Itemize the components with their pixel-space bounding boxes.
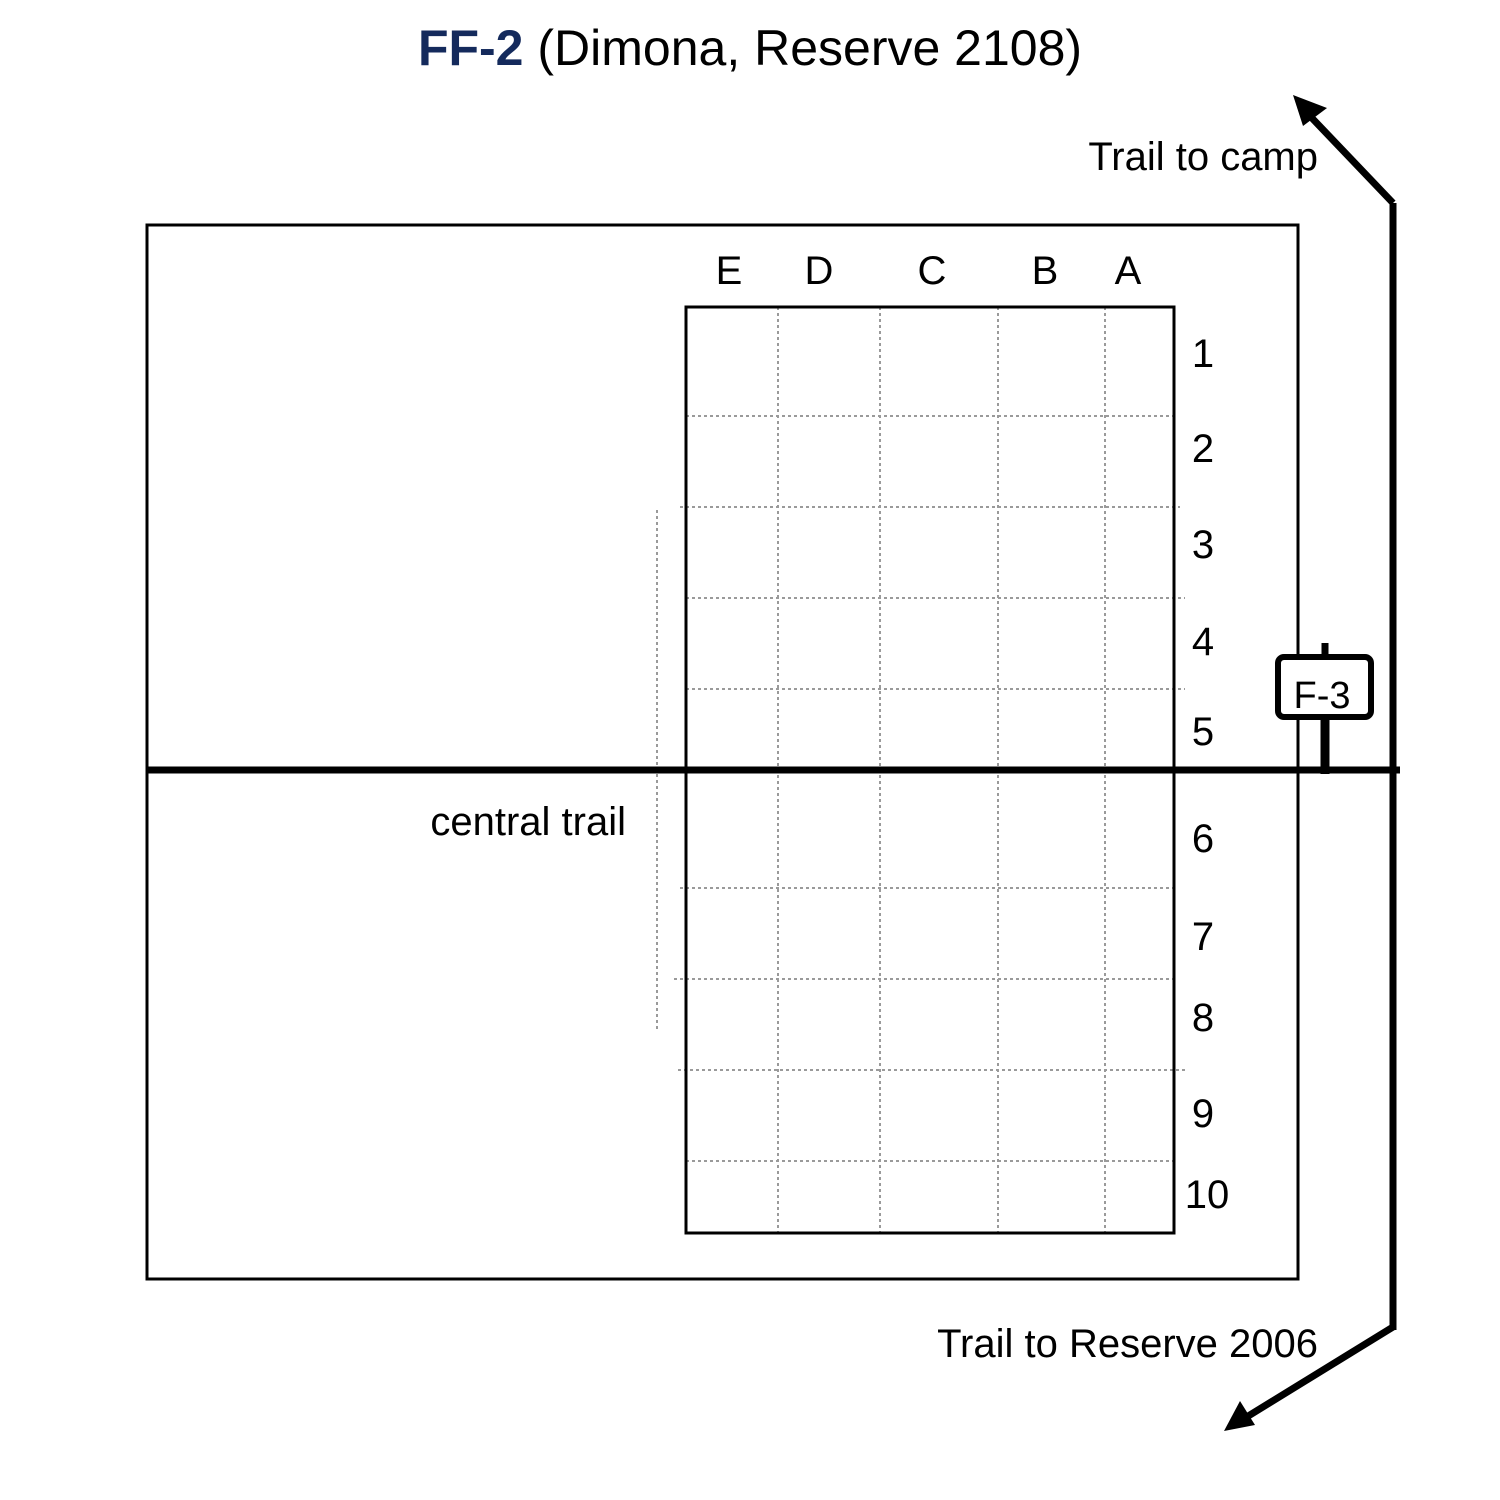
row-label: 10 (1185, 1173, 1230, 1217)
column-label: B (1032, 249, 1059, 293)
row-labels: 1 2 3 4 5 6 7 8 9 10 (1185, 332, 1230, 1217)
column-label: E (716, 249, 743, 293)
plot-location: (Dimona, Reserve 2108) (523, 20, 1083, 76)
row-label: 8 (1192, 996, 1214, 1040)
row-label: 5 (1192, 710, 1214, 754)
arrow-up-left-icon (1293, 95, 1396, 206)
plot-code: FF-2 (417, 20, 524, 76)
row-label: 4 (1192, 620, 1214, 664)
row-label: 7 (1192, 915, 1214, 959)
column-labels: E D C B A (716, 249, 1142, 293)
trail-to-reserve-label: Trail to Reserve 2006 (937, 1322, 1318, 1366)
row-label: 9 (1192, 1092, 1214, 1136)
row-label: 2 (1192, 427, 1214, 471)
column-label: A (1115, 249, 1142, 293)
row-label: 6 (1192, 817, 1214, 861)
sign-label: F-3 (1294, 675, 1351, 717)
row-label: 3 (1192, 523, 1214, 567)
column-label: D (805, 249, 834, 293)
signpost-icon: F-3 (1275, 643, 1374, 774)
arrow-down-left-icon (1224, 1324, 1395, 1431)
map-title: FF-2 (Dimona, Reserve 2108) (0, 18, 1500, 78)
trail-to-camp-label: Trail to camp (1088, 135, 1318, 179)
column-label: C (918, 249, 947, 293)
row-label: 1 (1192, 332, 1214, 376)
plot-boundary (145, 223, 1300, 1281)
central-trail-label: central trail (430, 800, 626, 844)
